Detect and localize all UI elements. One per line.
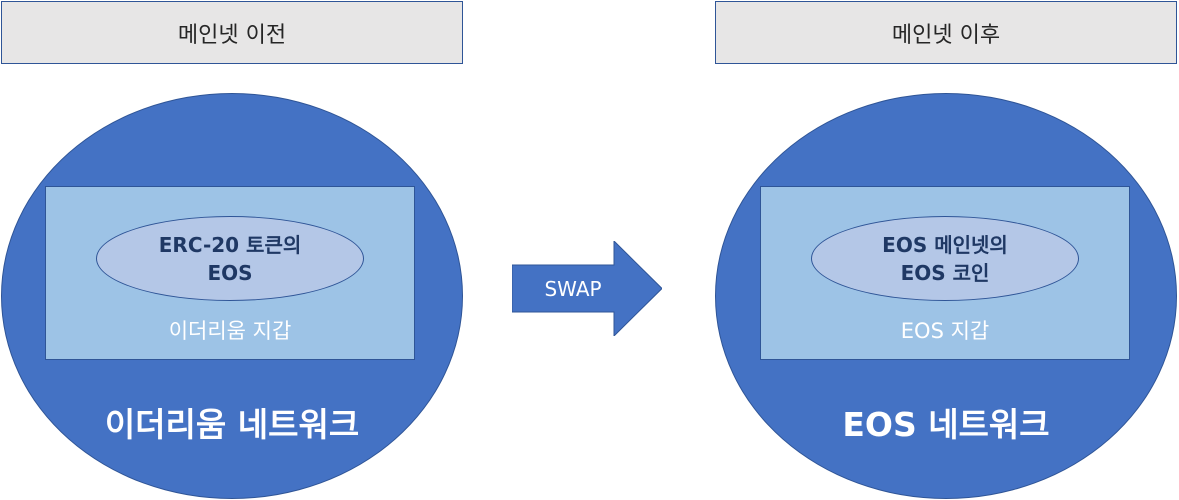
eos-wallet-label: EOS 지갑	[900, 319, 990, 343]
header-after-mainnet: 메인넷 이후	[715, 1, 1177, 64]
eos-mainnet-coin-ellipse: EOS 메인넷의 EOS 코인	[811, 216, 1079, 301]
swap-arrow-icon	[512, 241, 662, 336]
token-label-line2: EOS 코인	[900, 260, 990, 285]
ethereum-network-label: 이더리움 네트워크	[104, 405, 360, 444]
token-label-line1: ERC-20 토큰의	[158, 232, 302, 257]
erc20-eos-token-ellipse: ERC-20 토큰의 EOS	[96, 216, 364, 301]
ethereum-wallet-label: 이더리움 지갑	[168, 319, 292, 343]
swap-label: SWAP	[544, 277, 602, 301]
eos-network-label: EOS 네트워크	[842, 405, 1050, 444]
header-before-mainnet: 메인넷 이전	[1, 1, 463, 64]
token-label-line2: EOS	[207, 260, 253, 285]
token-label-line1: EOS 메인넷의	[882, 232, 1008, 257]
